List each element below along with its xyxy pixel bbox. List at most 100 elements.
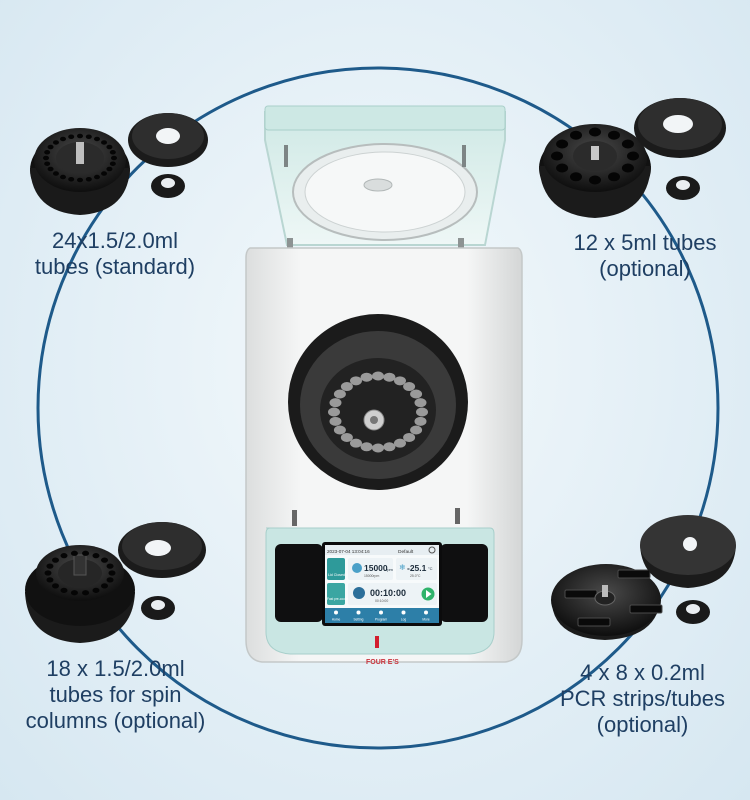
rotor-hole [328,407,340,417]
caption-line: columns (optional) [25,708,206,733]
caption-12-tube-rotor: 12 x 5ml tubes (optional) [545,230,745,282]
caption-line: tubes (standard) [34,254,196,279]
rotor-hole [410,389,423,399]
rotor-hole [621,163,634,173]
nav-item-icon [401,610,406,615]
rotor-12-tube [539,124,651,218]
rotor-hole [340,382,353,392]
nav-item-home[interactable]: Home [332,618,341,622]
rotor-hole [106,166,113,172]
caption-line: PCR strips/tubes [559,686,726,711]
rotor-hole [551,151,563,161]
clock-icon [353,587,365,599]
rotor-hole [94,136,100,142]
rotor-lid-small [151,174,185,198]
rotor-hole [108,570,116,576]
rotor-hole [77,133,83,139]
rotor-lid-large [128,113,208,167]
rotor-hole [627,151,639,161]
rotor-hole [70,590,78,596]
rotor-hole [60,136,66,142]
nav-item-setting[interactable]: Setting [354,618,364,622]
nav-item-program[interactable]: Program [375,618,388,622]
touchscreen[interactable]: 2023-07-04 13:04:16 Default Lid Closed F… [325,545,439,623]
rotor-hole [106,144,113,150]
rotor-hole [101,583,109,589]
accessory-ring [36,66,720,750]
nav-item-log[interactable]: Log [401,618,407,622]
rotor-hole [60,553,68,559]
rotor-hole [51,557,59,563]
pcr-strip-slot [629,604,663,614]
rotor-hole [608,130,620,140]
rotor-hole [46,577,54,583]
rotor-lid-small-bl [141,596,175,620]
rotor-hole [383,442,396,452]
caption-line: 24x1.5/2.0ml [52,228,178,253]
pcr-strip-slot [577,617,611,627]
speed-tile[interactable] [348,558,393,580]
rotor-hole [372,371,384,381]
caption-line: (optional) [599,256,691,281]
fast-precooling-button[interactable] [327,583,345,605]
nav-item-icon [424,610,428,615]
nav-item-icon [356,610,361,615]
settings-gear-icon[interactable] [428,546,436,554]
temperature-tile[interactable] [396,558,437,580]
rotor-hole [52,171,59,176]
rotor-hole [394,376,406,386]
rotor-hole [60,174,66,180]
screen-mode: Default [398,549,414,555]
rotor-hole [350,376,362,386]
rotor-hole [85,177,92,182]
brand-logo: FOUR E'S [366,659,399,666]
rotor-hole [106,577,114,583]
rotor-hole [52,140,59,145]
rotor-hole [589,175,601,185]
lid-closed-button[interactable] [327,558,345,580]
rotor-hole [46,563,54,569]
caption-line: tubes for spin [49,682,182,707]
temperature-value: -25.1 [407,563,427,573]
rotor-hole [329,416,342,426]
speed-value: 15000 [364,563,388,573]
temperature-unit: °C [428,566,433,571]
rotor-hole [44,570,52,576]
rotor-hole [403,432,416,442]
rotor-hole [570,130,582,140]
rotor-hole [101,171,108,176]
nav-item-more[interactable]: More [422,618,429,622]
rotor-hole [101,557,109,563]
time-value: 00:10:00 [370,588,406,598]
rotor-hole [410,425,423,435]
thermometer-icon: ❄ [399,563,406,572]
rotor-hole [82,550,90,556]
rotor-hole [85,134,92,139]
time-tile[interactable] [348,583,437,605]
caption-line: 4 x 8 x 0.2ml [580,660,705,685]
nav-item-icon [334,610,338,615]
rotor-lid-small-tr [666,176,700,200]
rotor-lid-dome-br [640,515,736,588]
rotor-hole [77,177,83,183]
play-icon [426,590,432,598]
caption-pcr-rotor: 4 x 8 x 0.2ml PCR strips/tubes (optional… [540,660,745,738]
rotor-hole [47,166,54,172]
rotor-hole [60,587,68,593]
pcr-strip-slot [564,589,598,599]
rotor-hole [360,372,373,382]
rotor-hole [68,134,75,139]
nav-bar [325,608,439,623]
rotor-hole [333,425,346,435]
caption-line: 12 x 5ml tubes [573,230,717,255]
rotor-hole [394,438,406,448]
rotor-lid-large-tr [634,98,726,158]
rotor-hole [101,140,108,145]
rotor-hole [44,161,51,166]
rotor-hole [621,139,634,149]
rotor-hole [556,163,569,173]
rotor-hole [106,563,114,569]
rotor-hole [44,150,51,155]
rotor-hole [350,438,362,448]
